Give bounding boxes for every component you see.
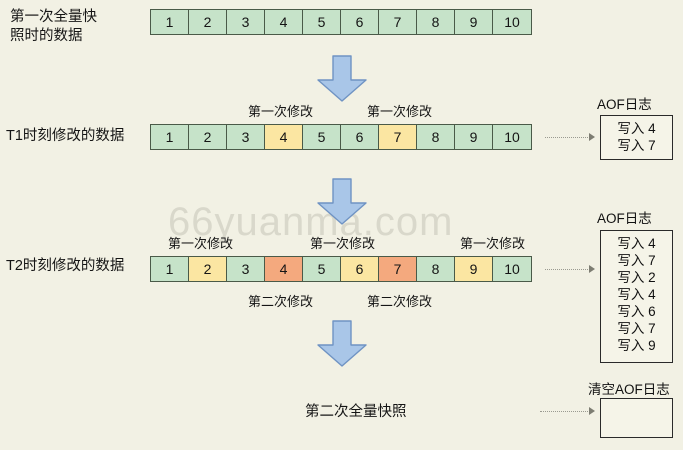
flow-arrow-3: [316, 320, 368, 373]
connector-t1-to-aof: [545, 137, 590, 139]
data-cell: 4: [265, 257, 303, 281]
aof-log-box-cleared: [600, 398, 673, 438]
aof-log-entry: 写入 2: [617, 270, 656, 285]
aof-log-entry: 写入 4: [617, 287, 656, 302]
data-cell: 2: [189, 257, 227, 281]
data-cell: 10: [493, 257, 531, 281]
data-cell: 9: [455, 125, 493, 149]
data-cell: 9: [455, 257, 493, 281]
flow-arrow-2: [316, 178, 368, 231]
watermark-text: 66yuanma.com: [168, 200, 454, 244]
connector-t2-to-aof: [545, 269, 590, 271]
data-cell: 3: [227, 257, 265, 281]
data-cell: 6: [341, 10, 379, 34]
data-cell: 7: [379, 125, 417, 149]
data-cell: 3: [227, 125, 265, 149]
aof-log-entry: 写入 6: [617, 304, 656, 319]
aof-log-entry: 写入 4: [617, 236, 656, 251]
data-cell: 1: [151, 10, 189, 34]
aof-log-entry: 写入 7: [617, 138, 656, 153]
data-cell: 8: [417, 125, 455, 149]
data-cell: 1: [151, 125, 189, 149]
data-cell: 5: [303, 10, 341, 34]
data-cell: 10: [493, 10, 531, 34]
data-cell: 5: [303, 257, 341, 281]
mod-label-t2-second-b: 第二次修改: [367, 294, 433, 309]
aof-title-1: AOF日志: [597, 97, 652, 112]
data-cell: 9: [455, 10, 493, 34]
aof-log-entry: 写入 7: [617, 321, 656, 336]
mod-label-t1-first-b: 第一次修改: [367, 104, 433, 119]
data-cell: 7: [379, 10, 417, 34]
aof-log-box-1: 写入 4 写入 7: [600, 115, 673, 160]
row-label-t2: T2时刻修改的数据: [6, 258, 125, 274]
aof-title-3-clear: 清空AOF日志: [588, 382, 670, 397]
data-cell: 6: [341, 125, 379, 149]
row-label-snapshot1-line1: 第一次全量快: [10, 9, 97, 25]
connector-t1-arrowhead: [589, 133, 595, 141]
data-cell: 8: [417, 257, 455, 281]
data-cell: 1: [151, 257, 189, 281]
flow-arrow-1: [316, 55, 368, 108]
row-label-snapshot1: 第一次全量快 照时的数据: [10, 8, 97, 46]
data-cell: 4: [265, 125, 303, 149]
aof-log-entry: 写入 9: [617, 338, 656, 353]
data-cell: 8: [417, 10, 455, 34]
data-cell: 10: [493, 125, 531, 149]
data-cell: 7: [379, 257, 417, 281]
connector-clear-arrowhead: [589, 407, 595, 415]
mod-label-t2-first-b: 第一次修改: [310, 236, 376, 251]
aof-log-entry: 写入 4: [617, 121, 656, 136]
aof-log-box-2: 写入 4 写入 7 写入 2 写入 4 写入 6 写入 7 写入 9: [600, 230, 673, 363]
data-cell: 2: [189, 125, 227, 149]
row-label-snapshot1-line2: 照时的数据: [10, 28, 83, 44]
mod-label-t1-first-a: 第一次修改: [248, 104, 314, 119]
mod-label-t2-first-c: 第一次修改: [460, 236, 526, 251]
mod-label-t2-first-a: 第一次修改: [168, 236, 234, 251]
data-cell: 5: [303, 125, 341, 149]
connector-snapshot2-to-clear: [540, 411, 590, 413]
aof-log-entry: 写入 7: [617, 253, 656, 268]
row-label-t1: T1时刻修改的数据: [6, 128, 125, 144]
mod-label-t2-second-a: 第二次修改: [248, 294, 314, 309]
connector-t2-arrowhead: [589, 265, 595, 273]
bottom-caption-snapshot2: 第二次全量快照: [305, 404, 407, 420]
data-cell: 6: [341, 257, 379, 281]
data-cell: 4: [265, 10, 303, 34]
data-cell: 3: [227, 10, 265, 34]
aof-title-2: AOF日志: [597, 211, 652, 226]
data-cell: 2: [189, 10, 227, 34]
